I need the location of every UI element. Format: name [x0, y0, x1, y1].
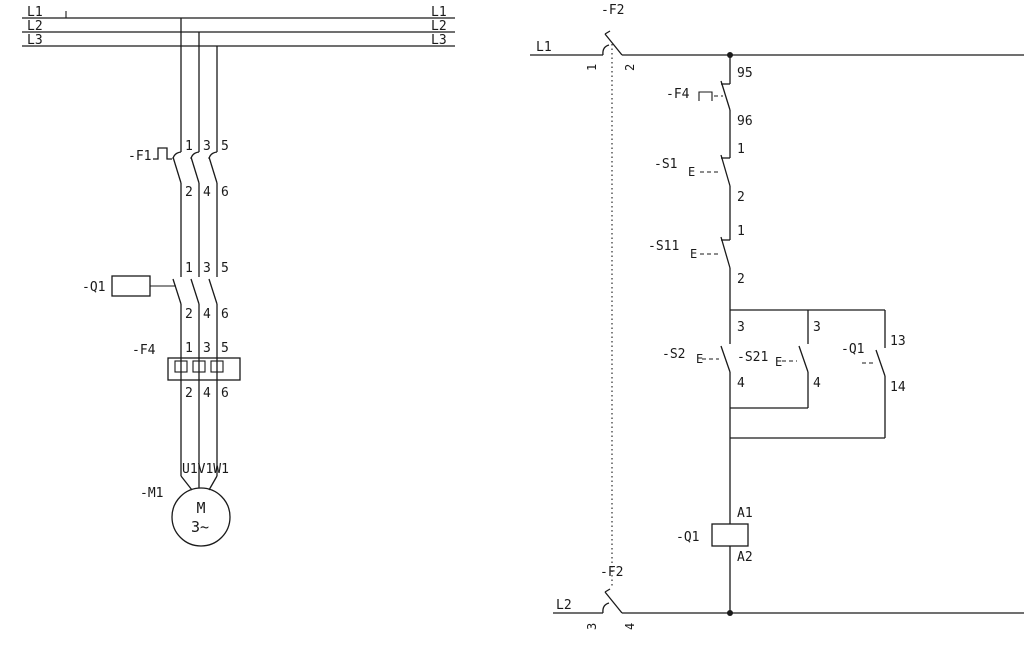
f2-terminal-3: 3 [585, 623, 599, 630]
f1-trip-pulse-icon [153, 147, 172, 160]
q1-aux-terminal-13: 13 [890, 334, 906, 349]
f1-terminal-6: 6 [221, 185, 229, 200]
f2-top-ref-label: -F2 [601, 3, 624, 18]
s11-actuator-icon: E [690, 247, 697, 261]
f4-heater-3-icon [210, 360, 224, 373]
overload-contact-f4: 95 -F4 96 [666, 66, 753, 129]
s21-terminal-4: 4 [813, 376, 821, 391]
rail-l1-label-left: L1 [27, 5, 43, 20]
power-pole-wires [180, 18, 218, 491]
q1-aux-ref-label: -Q1 [841, 342, 864, 357]
coil-q1: A1 -Q1 A2 [676, 506, 753, 565]
f2-terminal-1: 1 [585, 64, 599, 71]
s2-terminal-4: 4 [737, 376, 745, 391]
s11-terminal-2: 2 [737, 272, 745, 287]
motor-m1: U1V1W1 -M1 M 3~ [140, 462, 231, 547]
motor-terminals-label: U1V1W1 [182, 462, 229, 477]
f1-ref-label: -F1 [128, 149, 151, 164]
q1-coil-ref-label: -Q1 [676, 530, 699, 545]
f2-bottom-ref-label: -F2 [600, 565, 623, 580]
q1-drive-box [111, 275, 151, 297]
rail-l3-label-right: L3 [431, 33, 447, 48]
contactor-q1-main: -Q1 1 3 5 2 4 6 [82, 261, 229, 322]
q1-terminal-3: 3 [203, 261, 211, 276]
control-l2-label: L2 [556, 598, 572, 613]
s1-actuator-icon: E [688, 165, 695, 179]
start-button-s2: 3 -S2 E 4 [662, 320, 745, 391]
f4-terminal-2: 2 [185, 386, 193, 401]
f4-terminal-6: 6 [221, 386, 229, 401]
q1-coil-terminal-a1: A1 [737, 506, 753, 521]
q1-main-ref-label: -Q1 [82, 280, 105, 295]
f1-terminal-4: 4 [203, 185, 211, 200]
f1-terminal-1: 1 [185, 139, 193, 154]
overload-f4-main: -F4 1 3 5 2 4 6 [132, 341, 241, 401]
motor-ref-label: -M1 [140, 486, 163, 501]
power-rails: L1 L2 L3 L1 L2 L3 [22, 5, 455, 48]
q1-terminal-5: 5 [221, 261, 229, 276]
s11-terminal-1: 1 [737, 224, 745, 239]
motor-letter: M [196, 499, 205, 517]
control-l1-label: L1 [536, 40, 552, 55]
motor-phase-label: 3~ [191, 518, 209, 536]
s2-terminal-3: 3 [737, 320, 745, 335]
start-branch-wiring [730, 309, 886, 439]
control-main-wire [727, 52, 733, 616]
s21-ref-label: -S21 [737, 350, 768, 365]
control-rail-l1: L1 [530, 40, 1024, 56]
f4-terminal-3: 3 [203, 341, 211, 356]
control-rail-l2: L2 [553, 598, 1024, 614]
rail-l2-label-left: L2 [27, 19, 43, 34]
f4-heater-2-icon [192, 360, 206, 373]
f4-heater-1-icon [174, 360, 188, 373]
f1-terminal-5: 5 [221, 139, 229, 154]
rail-l1-label-right: L1 [431, 5, 447, 20]
s1-terminal-2: 2 [737, 190, 745, 205]
s21-actuator-icon: E [775, 355, 782, 369]
rail-l3-label-left: L3 [27, 33, 43, 48]
start-button-s21: 3 -S21 E 4 [737, 320, 821, 391]
s1-ref-label: -S1 [654, 157, 677, 172]
s21-terminal-3: 3 [813, 320, 821, 335]
f2-top-hook-icon [602, 44, 610, 56]
q1-terminal-6: 6 [221, 307, 229, 322]
breaker-f2-pole2: -F2 3 4 [585, 565, 637, 630]
f4-terminal-1: 1 [185, 341, 193, 356]
q1-terminal-1: 1 [185, 261, 193, 276]
f4-trip-paddle-icon [698, 91, 713, 101]
rail-l2-label-right: L2 [431, 19, 447, 34]
f2-bottom-hook-icon [602, 602, 610, 614]
s2-ref-label: -S2 [662, 347, 685, 362]
stop-button-s11: 1 -S11 E 2 [648, 224, 745, 287]
aux-contact-q1: 13 -Q1 14 [841, 334, 906, 395]
s11-ref-label: -S11 [648, 239, 679, 254]
q1-terminal-2: 2 [185, 307, 193, 322]
f4-terminal-5: 5 [221, 341, 229, 356]
f4-terminal-95: 95 [737, 66, 753, 81]
f1-terminal-3: 3 [203, 139, 211, 154]
s2-actuator-icon: E [696, 352, 703, 366]
f2-terminal-2: 2 [623, 64, 637, 71]
breaker-f1: -F1 1 3 5 2 4 6 [128, 139, 229, 200]
q1-coil-terminal-a2: A2 [737, 550, 753, 565]
breaker-f2-pole1: -F2 1 2 [585, 3, 637, 71]
f2-terminal-4: 4 [623, 623, 637, 630]
q1-coil-box-icon [711, 523, 749, 547]
f4-terminal-96: 96 [737, 114, 753, 129]
f1-terminal-2: 2 [185, 185, 193, 200]
q1-terminal-4: 4 [203, 307, 211, 322]
stop-button-s1: 1 -S1 E 2 [654, 142, 745, 205]
s1-terminal-1: 1 [737, 142, 745, 157]
f4-main-ref-label: -F4 [132, 343, 156, 358]
f4-terminal-4: 4 [203, 386, 211, 401]
f4-overload-box [167, 357, 241, 381]
q1-aux-terminal-14: 14 [890, 380, 906, 395]
motor-circle-icon [171, 487, 231, 547]
f4-contact-ref-label: -F4 [666, 87, 690, 102]
